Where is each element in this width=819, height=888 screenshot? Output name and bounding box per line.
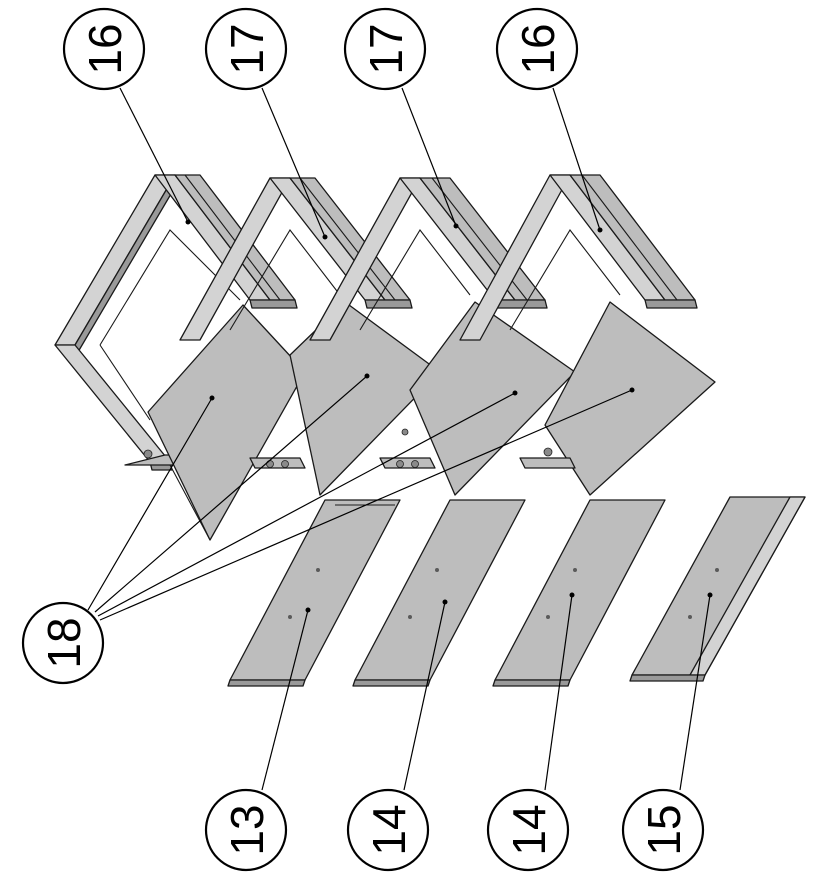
callout-label-bottom-3: 14 xyxy=(503,804,555,855)
callout-balloon-bottom-1: 13 xyxy=(204,788,288,872)
callout-balloon-top-1: 16 xyxy=(62,7,146,91)
callout-label-top-4: 16 xyxy=(512,23,564,74)
callout-label-bottom-4: 15 xyxy=(638,804,690,855)
callout-balloon-bottom-3: 14 xyxy=(486,788,570,872)
callout-label-bottom-2: 14 xyxy=(363,804,415,855)
plate-14-a xyxy=(352,499,526,687)
plate-13 xyxy=(227,499,401,687)
callout-label-top-3: 17 xyxy=(360,23,412,74)
leader-dots xyxy=(185,219,713,613)
callout-balloon-top-4: 16 xyxy=(495,7,579,91)
frame-1 xyxy=(54,174,306,541)
callout-balloon-top-2: 17 xyxy=(204,7,288,91)
frame-4 xyxy=(459,174,716,496)
callout-balloon-top-3: 17 xyxy=(343,7,427,91)
callout-balloon-left: 18 xyxy=(21,601,105,685)
leader-lines xyxy=(87,87,711,791)
frame-2 xyxy=(179,177,441,496)
callout-label-top-2: 17 xyxy=(221,23,273,74)
callout-label-top-1: 16 xyxy=(79,23,131,74)
callout-label-left: 18 xyxy=(38,617,90,668)
plate-15 xyxy=(629,496,806,682)
plate-14-b xyxy=(492,499,666,687)
callout-balloon-bottom-4: 15 xyxy=(621,788,705,872)
callout-label-bottom-1: 13 xyxy=(221,804,273,855)
callout-balloon-bottom-2: 14 xyxy=(346,788,430,872)
